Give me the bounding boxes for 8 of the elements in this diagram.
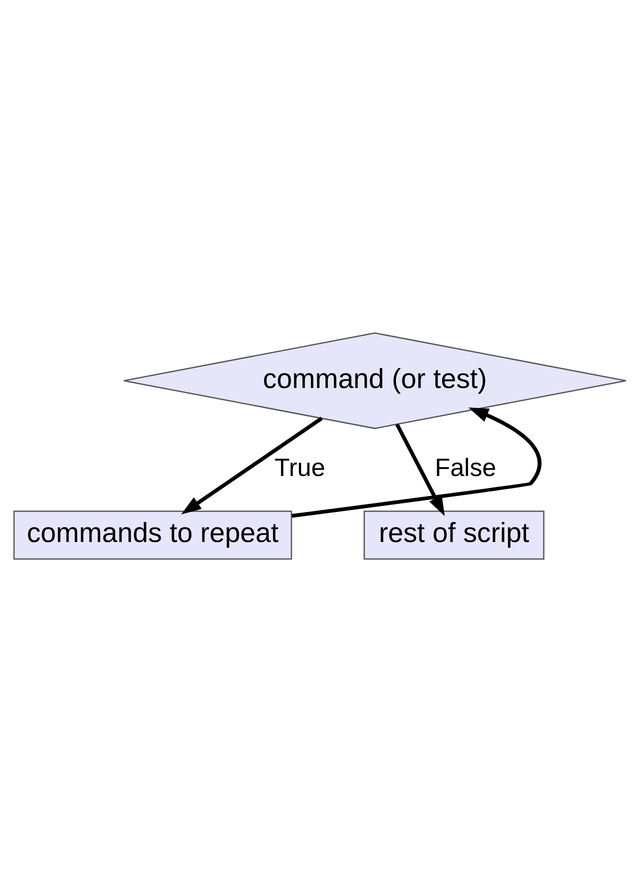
node-diamond: command (or test) (123, 332, 627, 430)
arrow (181, 416, 323, 514)
edge-label: True (274, 454, 326, 482)
arrow (292, 408, 542, 518)
arrow (395, 423, 445, 516)
edge-label: False (434, 454, 496, 482)
node-box: rest of script (364, 510, 544, 560)
node-box: commands to repeat (13, 510, 292, 560)
